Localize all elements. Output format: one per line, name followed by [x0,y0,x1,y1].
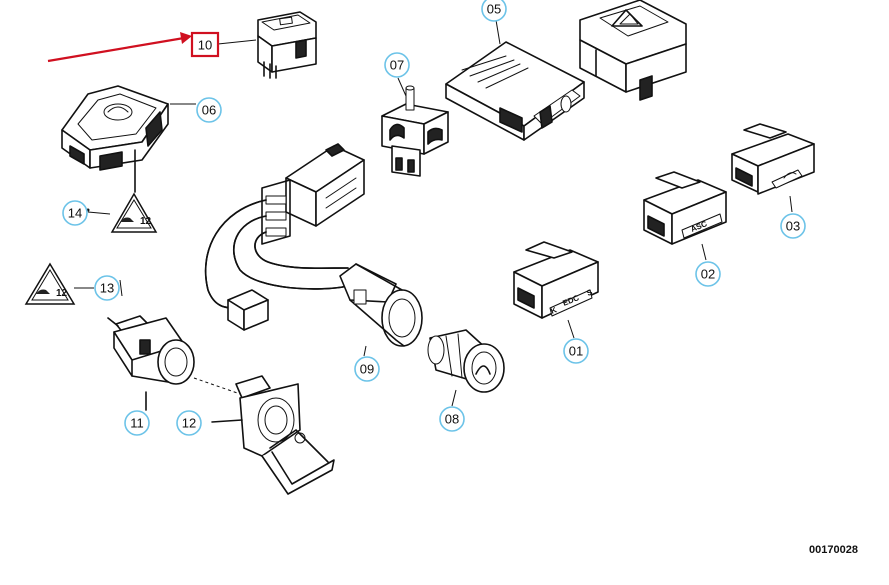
svg-text:03: 03 [786,219,800,234]
part-10-switch[interactable] [257,11,317,79]
svg-text:08: 08 [445,412,459,427]
warning-badge-14: 12 [110,192,158,233]
svg-text:06: 06 [202,103,216,118]
callout-14[interactable]: 14 [62,200,88,226]
edc-s-label: S [585,287,594,298]
part-09-harness-socket[interactable] [204,143,423,347]
svg-text:13: 13 [100,281,114,296]
svg-text:14: 14 [68,206,82,221]
part-11-lighter-socket[interactable] [107,315,195,411]
part-03-switch[interactable] [731,123,815,195]
warning-badge-13-text: 12 [56,288,68,299]
callout-06[interactable]: 06 [196,97,222,123]
svg-text:01: 01 [569,344,583,359]
callout-09[interactable]: 09 [354,356,380,382]
part-08-lighter-insert[interactable] [427,329,505,393]
part-07-push-switch[interactable] [381,85,449,177]
callout-11[interactable]: 11 [124,410,150,436]
callout-10-label: 10 [198,38,212,53]
part-06-switch[interactable] [61,85,169,193]
svg-text:02: 02 [701,267,715,282]
svg-text:09: 09 [360,362,374,377]
warning-badge-13: 12 [24,262,76,305]
callout-07[interactable]: 07 [384,52,410,78]
part-hazard-switch[interactable] [579,0,687,101]
diagram-reference-number: 00170028 [809,544,858,556]
callout-05[interactable]: 05 [481,0,507,22]
warning-badge-14-text: 12 [140,216,152,227]
edc-k-label: K [549,305,558,316]
callout-01[interactable]: 01 [563,338,589,364]
svg-text:07: 07 [390,58,404,73]
part-01-edc-switch[interactable]: EDC S K [513,241,599,319]
part-05-module[interactable] [445,41,585,141]
part-02-asc-switch[interactable]: ASC [643,171,727,245]
svg-text:11: 11 [130,416,144,431]
callout-10[interactable]: 10 [190,31,220,58]
callout-02[interactable]: 02 [695,261,721,287]
callout-12[interactable]: 12 [176,410,202,436]
callout-13[interactable]: 13 [94,275,120,301]
part-12-holder[interactable] [211,375,335,495]
callout-03[interactable]: 03 [780,213,806,239]
svg-text:12: 12 [182,416,196,431]
callout-08[interactable]: 08 [439,406,465,432]
svg-text:05: 05 [487,2,501,17]
highlight-arrow [47,32,192,63]
